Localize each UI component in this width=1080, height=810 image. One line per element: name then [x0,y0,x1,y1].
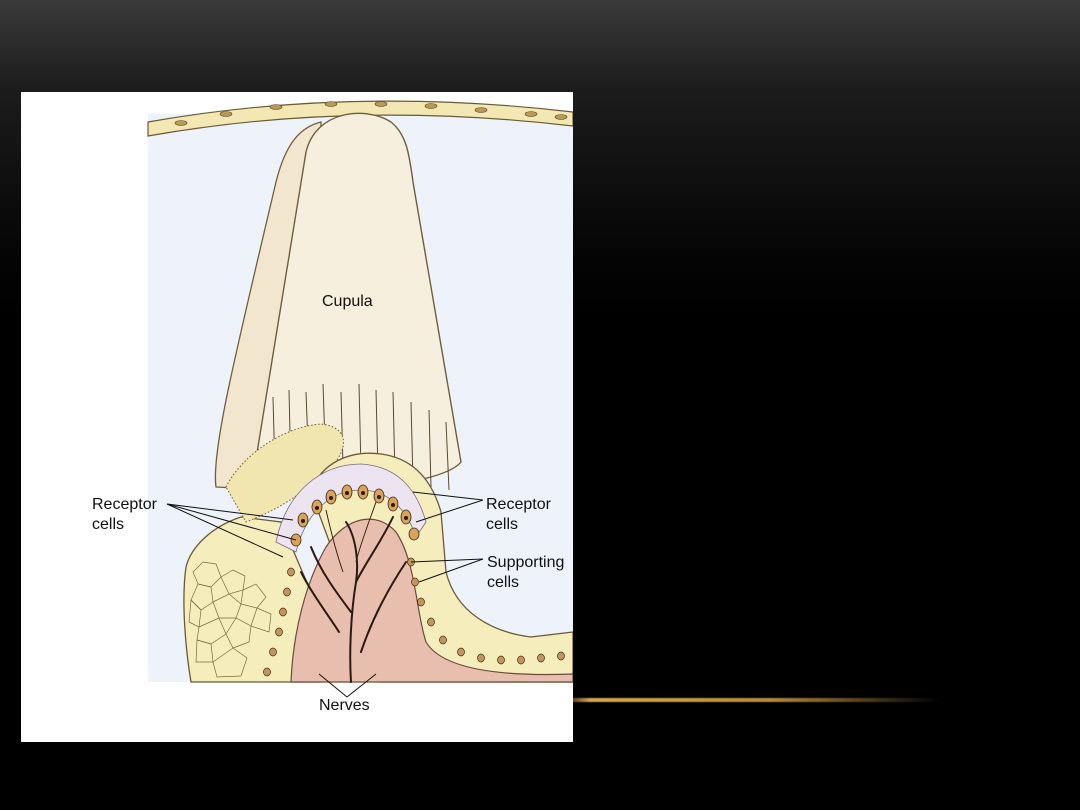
leader-lines [166,491,484,698]
receptor-nuclei [301,491,408,523]
supporting-cell-nuclei [263,557,565,677]
accent-rule [560,698,940,702]
nerve-fibers-fine [325,501,377,573]
crista-ampullaris-diagram: Cupula Receptor cells Receptor cells Sup… [92,100,573,714]
label-receptor-cells-right-line2: cells [486,516,518,533]
cell-pattern [188,561,272,678]
label-supporting-cells-line2: cells [487,574,519,591]
connective-tissue [290,518,573,683]
wall-nuclei [174,101,568,126]
label-receptor-cells-left-line1: Receptor [92,496,158,513]
figure-panel: Cupula Receptor cells Receptor cells Sup… [21,92,573,742]
label-nerves: Nerves [319,697,370,714]
label-receptor-cells-right-line1: Receptor [486,496,552,513]
dotted-tissue [225,423,344,523]
label-cupula: Cupula [322,293,373,310]
label-supporting-cells-line1: Supporting [487,554,564,571]
ampulla-wall [147,100,573,137]
label-receptor-cells-left-line2: cells [92,516,124,533]
nerve-fibers [300,516,407,683]
